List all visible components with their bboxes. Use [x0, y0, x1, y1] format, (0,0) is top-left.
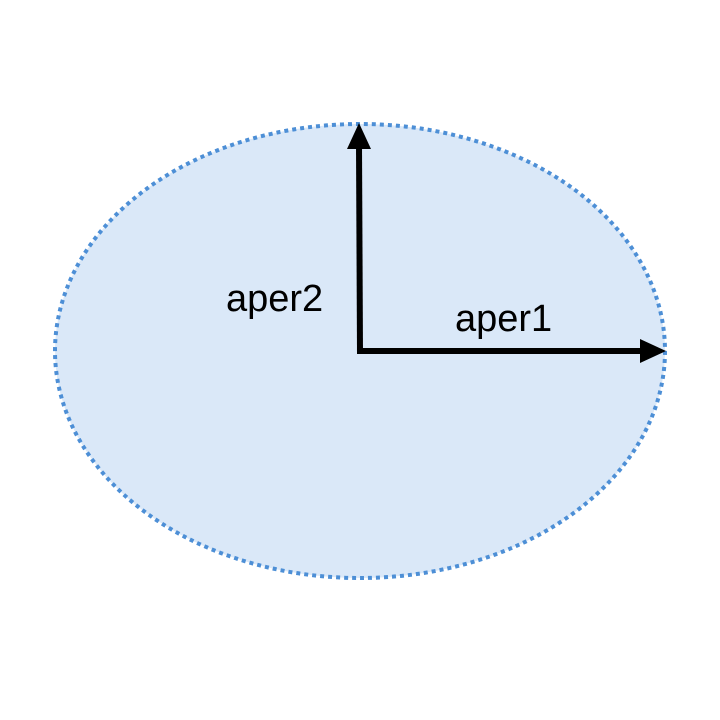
aper2-arrow [347, 123, 371, 355]
aper2-arrow-shaft [356, 144, 363, 355]
aper1-arrowhead [640, 339, 666, 363]
aper1-label: aper1 [455, 298, 552, 340]
aper2-arrowhead [347, 123, 371, 149]
aper2-label: aper2 [226, 278, 323, 320]
aper1-arrow [358, 339, 666, 363]
